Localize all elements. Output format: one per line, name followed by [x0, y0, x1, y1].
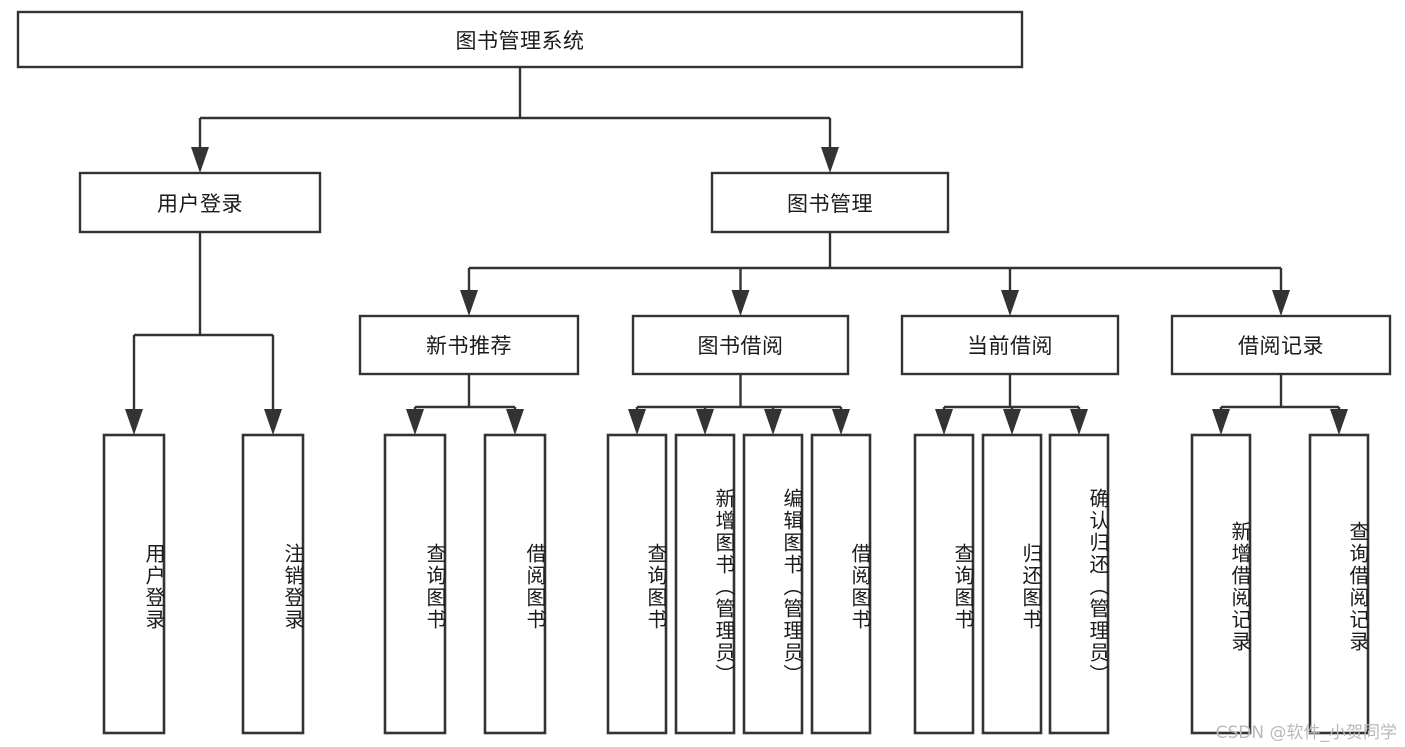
- node-box-root: [16, 10, 1024, 69]
- arrowhead-icon-book-borrow: [731, 290, 750, 316]
- connector-lines-group: [125, 67, 1348, 435]
- arrowhead-icon-leaf-user-login: [125, 409, 143, 435]
- arrowhead-icon-leaf-query-books-recommend: [406, 409, 424, 435]
- node-box-leaf-edit-book-admin: [742, 433, 804, 735]
- arrowhead-icon-leaf-edit-book-admin: [764, 409, 782, 435]
- node-box-leaf-query-borrow-record: [1308, 433, 1370, 735]
- arrowhead-icon-leaf-return-book: [1003, 409, 1021, 435]
- node-box-leaf-add-book-admin: [674, 433, 736, 735]
- node-box-borrow-record: [1170, 314, 1392, 376]
- node-box-book-borrow: [631, 314, 850, 376]
- arrowhead-icon-new-book-recommend: [460, 290, 478, 316]
- node-box-leaf-borrow-book: [810, 433, 872, 735]
- node-boxes-group: [16, 10, 1392, 735]
- node-box-leaf-query-books-borrow: [606, 433, 668, 735]
- arrowhead-icon-leaf-add-borrow-record: [1212, 409, 1230, 435]
- arrowhead-icon-leaf-query-books-current: [935, 409, 953, 435]
- node-box-leaf-add-borrow-record: [1190, 433, 1252, 735]
- node-box-book-management: [710, 171, 950, 234]
- node-box-leaf-return-book: [981, 433, 1043, 735]
- node-box-leaf-confirm-return-admin: [1048, 433, 1110, 735]
- arrowhead-icon-leaf-logout: [264, 409, 282, 435]
- node-box-leaf-logout: [241, 433, 305, 735]
- arrowhead-icon-leaf-borrow-books-recommend: [506, 409, 524, 435]
- node-box-new-book-recommend: [358, 314, 580, 376]
- arrowhead-icon-leaf-add-book-admin: [696, 409, 714, 435]
- node-box-leaf-query-books-current: [913, 433, 975, 735]
- arrowhead-icon-current-borrow: [1001, 290, 1019, 316]
- node-box-leaf-borrow-books-recommend: [483, 433, 547, 735]
- arrowhead-icon-leaf-borrow-book: [832, 409, 850, 435]
- node-box-leaf-user-login: [102, 433, 166, 735]
- arrowhead-icon-leaf-confirm-return-admin: [1070, 409, 1088, 435]
- arrowhead-icon-leaf-query-books-borrow: [628, 409, 646, 435]
- node-box-current-borrow: [900, 314, 1120, 376]
- arrowhead-icon-book-management: [821, 147, 839, 173]
- arrowhead-icon-leaf-query-borrow-record: [1330, 409, 1348, 435]
- arrowhead-icon-user-login: [191, 147, 209, 173]
- node-box-user-login: [78, 171, 322, 234]
- node-box-leaf-query-books-recommend: [383, 433, 447, 735]
- arrowhead-icon-borrow-record: [1272, 290, 1290, 316]
